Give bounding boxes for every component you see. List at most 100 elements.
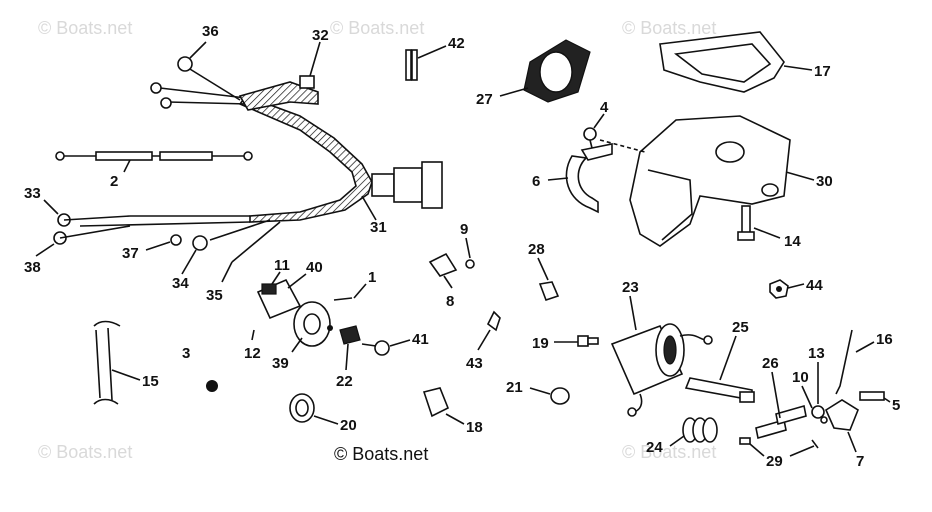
svg-text:36: 36: [202, 23, 219, 40]
svg-text:25: 25: [732, 319, 749, 336]
wiring-harness: [53, 56, 443, 263]
gear: [206, 380, 218, 392]
callout-29: 29: [749, 443, 815, 470]
clip-small: [486, 310, 501, 332]
carburetor-body: [599, 115, 791, 247]
svg-text:41: 41: [412, 331, 429, 348]
callout-36: 36: [189, 23, 219, 59]
callout-23: 23: [622, 279, 639, 331]
key-switch: [256, 278, 390, 356]
screw-small: [577, 335, 599, 347]
callout-32: 32: [309, 27, 329, 77]
spring: [682, 417, 718, 443]
svg-text:4: 4: [600, 99, 609, 116]
callout-30: 30: [785, 171, 833, 190]
svg-text:2: 2: [110, 173, 118, 190]
svg-text:29: 29: [766, 453, 783, 470]
svg-text:26: 26: [762, 355, 779, 372]
svg-text:22: 22: [336, 373, 353, 390]
rod: [93, 320, 121, 405]
terminal-strip: [405, 49, 418, 81]
callout-39: 39: [272, 337, 303, 372]
watermark-group: © Boats.net © Boats.net © Boats.net © Bo…: [38, 18, 716, 462]
svg-text:7: 7: [856, 453, 864, 470]
callout-8: 8: [443, 275, 454, 310]
callout-31: 31: [361, 195, 387, 236]
callout-19: 19: [532, 335, 578, 352]
callout-26: 26: [762, 355, 781, 419]
callout-1: 1: [353, 269, 376, 299]
callout-17: 17: [783, 63, 831, 80]
svg-text:23: 23: [622, 279, 639, 296]
svg-text:43: 43: [466, 355, 483, 372]
svg-text:42: 42: [448, 35, 465, 52]
svg-text:18: 18: [466, 419, 483, 436]
callout-11: 11: [271, 257, 290, 285]
callout-37: 37: [122, 241, 171, 262]
screw-29: [739, 437, 819, 449]
watermark: © Boats.net: [38, 18, 132, 38]
cover-plate: [659, 31, 785, 93]
callout-6: 6: [532, 173, 569, 190]
watermark: © Boats.net: [622, 18, 716, 38]
watermark: © Boats.net: [330, 18, 424, 38]
nut: [769, 279, 789, 299]
link-arm: [755, 404, 807, 440]
svg-text:44: 44: [806, 277, 823, 294]
svg-text:40: 40: [306, 259, 323, 276]
svg-text:14: 14: [784, 233, 801, 250]
callout-24: 24: [646, 435, 685, 456]
svg-text:12: 12: [244, 345, 261, 362]
callout-35: 35: [206, 261, 233, 304]
callout-27: 27: [476, 87, 529, 108]
callout-2: 2: [110, 159, 131, 190]
svg-text:13: 13: [808, 345, 825, 362]
callout-38: 38: [24, 243, 55, 276]
callout-18: 18: [445, 413, 483, 436]
callout-3: 3: [182, 345, 190, 362]
callout-10: 10: [792, 369, 813, 409]
callout-22: 22: [336, 343, 353, 390]
callout-5: 5: [883, 397, 900, 414]
svg-text:15: 15: [142, 373, 159, 390]
callout-9: 9: [460, 221, 471, 259]
callout-34: 34: [172, 249, 197, 292]
lever-assembly: [811, 329, 885, 431]
wire-lead: [55, 151, 253, 161]
callout-33: 33: [24, 185, 59, 215]
callout-25: 25: [719, 319, 749, 381]
svg-text:10: 10: [792, 369, 809, 386]
callout-12: 12: [244, 329, 261, 362]
screw: [737, 205, 755, 241]
callout-44: 44: [787, 277, 823, 294]
callout-4: 4: [593, 99, 609, 129]
callout-16: 16: [855, 331, 893, 353]
svg-text:32: 32: [312, 27, 329, 44]
callout-20: 20: [313, 415, 357, 434]
svg-text:31: 31: [370, 219, 387, 236]
svg-text:17: 17: [814, 63, 831, 80]
svg-text:21: 21: [506, 379, 523, 396]
callout-labels: 1 2 3 4 5 6 7 8 9 10 11 12 13 14 15 16 1…: [24, 23, 900, 470]
callout-15: 15: [111, 369, 159, 390]
callout-43: 43: [466, 329, 491, 372]
svg-text:8: 8: [446, 293, 454, 310]
clamp: [565, 127, 613, 214]
callout-42: 42: [417, 35, 465, 59]
svg-text:33: 33: [24, 185, 41, 202]
callout-13: 13: [808, 345, 825, 404]
svg-text:38: 38: [24, 259, 41, 276]
svg-text:34: 34: [172, 275, 189, 292]
svg-text:24: 24: [646, 439, 663, 456]
screw-1: [333, 297, 353, 301]
solenoid: [610, 323, 713, 417]
svg-text:9: 9: [460, 221, 468, 238]
ring: [289, 393, 315, 423]
svg-text:39: 39: [272, 355, 289, 372]
callout-40: 40: [287, 259, 323, 289]
svg-text:11: 11: [274, 257, 290, 274]
svg-text:27: 27: [476, 91, 493, 108]
svg-text:37: 37: [122, 245, 139, 262]
cap: [550, 387, 570, 405]
callout-21: 21: [506, 379, 551, 396]
